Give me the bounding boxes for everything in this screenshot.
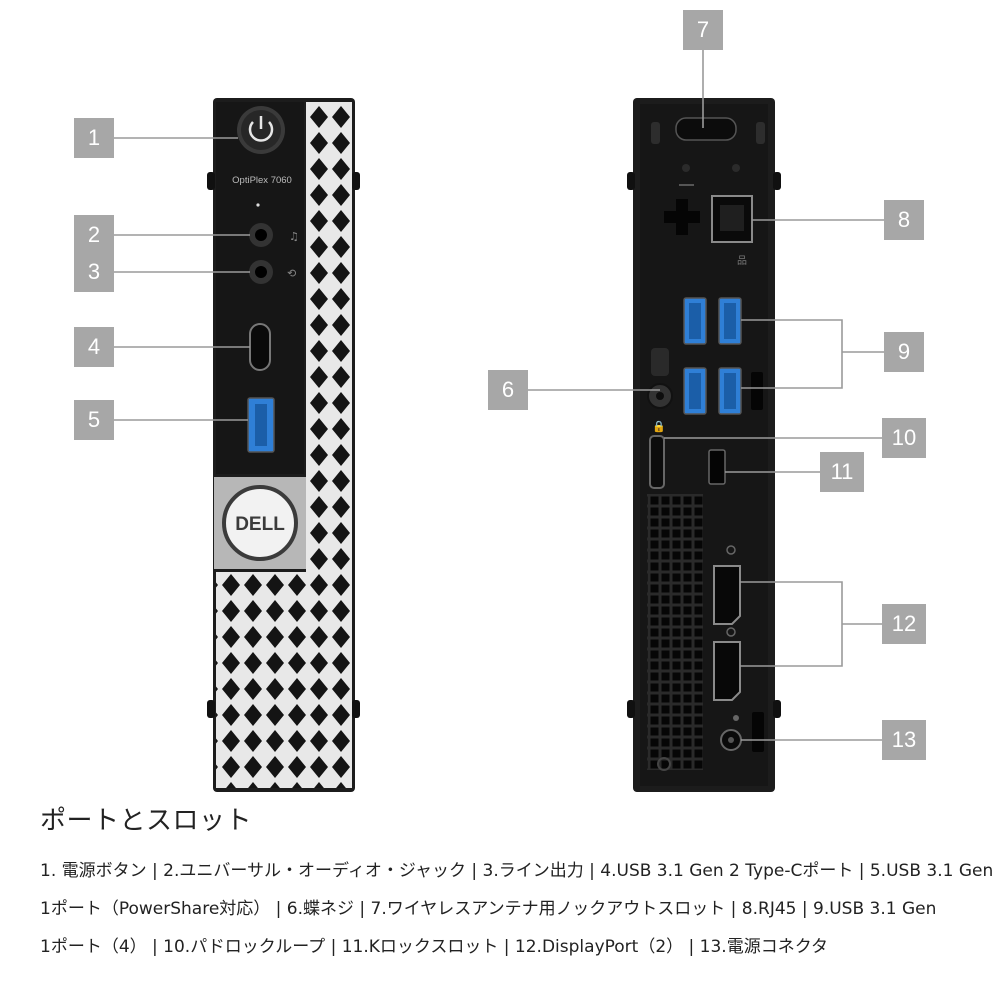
- usb-c-port-icon: [249, 323, 271, 371]
- front-dell-logo: DELL: [214, 477, 306, 569]
- callout-9: 9: [884, 332, 924, 372]
- rear-leader-lines: [527, 48, 884, 741]
- usb-a-port-icon: [247, 397, 275, 453]
- headset-jack-icon: ♫: [249, 223, 299, 247]
- callout-11: 11: [820, 452, 864, 492]
- callout-6: 6: [488, 370, 528, 410]
- front-leader-lines: [114, 137, 250, 421]
- port-caption: 1. 電源ボタン | 2.ユニバーサル・オーディオ・ジャック | 3.ライン出力…: [40, 852, 994, 966]
- callout-8: 8: [884, 200, 924, 240]
- usb-port-icon: [683, 297, 742, 415]
- antenna-knockout-icon: [675, 117, 737, 141]
- caption-line-3: 1ポート（4） | 10.パドロックループ | 11.Kロックスロット | 12…: [40, 937, 829, 957]
- callout-10: 10: [882, 418, 926, 458]
- caption-line-2: 1ポート（PowerShare対応） | 6.蝶ネジ | 7.ワイヤレスアンテナ…: [40, 899, 937, 919]
- callout-4: 4: [74, 327, 114, 367]
- callout-5: 5: [74, 400, 114, 440]
- kensington-lock-icon: [708, 449, 726, 485]
- rj45-port-icon: 品: [711, 195, 753, 267]
- svg-text:♫: ♫: [289, 230, 299, 243]
- dell-logo-text: DELL: [235, 514, 285, 535]
- svg-text:品: 品: [737, 255, 747, 267]
- power-button-icon: [237, 106, 285, 154]
- callout-3: 3: [74, 252, 114, 292]
- front-model-label: OptiPlex 7060: [232, 175, 292, 186]
- callout-7: 7: [683, 10, 723, 50]
- caption-line-1: 1. 電源ボタン | 2.ユニバーサル・オーディオ・ジャック | 3.ライン出力…: [40, 861, 994, 881]
- padlock-loop-icon: 🔒: [649, 420, 666, 489]
- callout-1: 1: [74, 118, 114, 158]
- svg-text:⟲: ⟲: [287, 267, 296, 280]
- line-out-icon: ⟲: [249, 260, 296, 284]
- callout-2: 2: [74, 215, 114, 255]
- front-chassis: [207, 98, 360, 792]
- ports-diagram: OptiPlex 7060 ♫ ⟲ DELL: [74, 10, 926, 792]
- section-heading: ポートとスロット: [40, 806, 253, 836]
- svg-text:🔒: 🔒: [652, 420, 666, 433]
- displayport-icon: [713, 545, 741, 701]
- callout-12: 12: [882, 604, 926, 644]
- callout-13: 13: [882, 720, 926, 760]
